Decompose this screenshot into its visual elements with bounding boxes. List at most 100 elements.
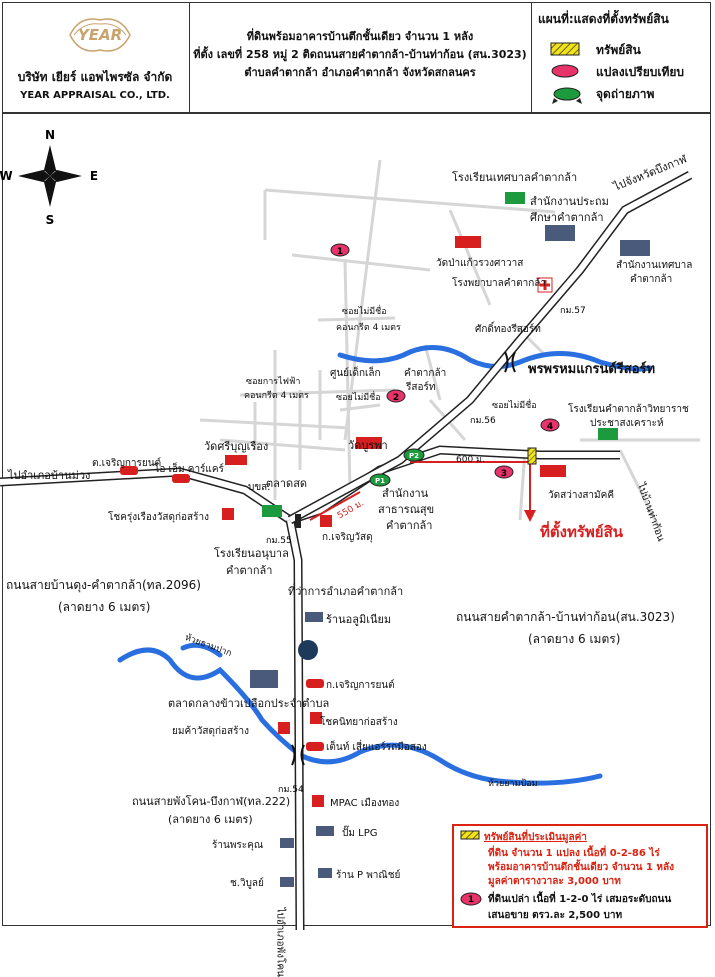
- gas-station-icon: [298, 640, 318, 660]
- legend-label-subject: ทรัพย์สิน: [596, 43, 641, 57]
- label-school-witthaya-2: ประชาสงเคราะห์: [590, 418, 664, 429]
- company-logo: YEAR: [69, 18, 131, 52]
- km57-label: กม.57: [560, 306, 586, 316]
- logo-text: YEAR: [78, 26, 122, 44]
- photo-point-p2-label: P2: [409, 452, 419, 460]
- company-name-en: YEAR APPRAISAL CO., LTD.: [20, 90, 170, 101]
- title-cell: [190, 2, 532, 112]
- building-icon-3: [250, 670, 278, 688]
- label-mpac: MPAC เมืองทอง: [330, 798, 400, 809]
- label-road-2096-width: (ลาดยาง 6 เมตร): [58, 600, 151, 614]
- subject-marker: [524, 447, 537, 522]
- label-distance-600: 600 ม.: [456, 455, 485, 465]
- note-comp-1-b: เสนอขาย ตรว.ละ 2,500 บาท: [488, 910, 623, 921]
- temple-icon-1: [455, 236, 481, 248]
- label-river-yam: ห้วยยามป้อม: [488, 779, 538, 789]
- label-muni-office: สำนักงานเทศบาล: [616, 260, 693, 271]
- note-comparable-number: 1: [468, 895, 474, 905]
- label-road-222: ถนนสายพังโคน-บึงกาฬ(ทล.222): [132, 795, 291, 808]
- label-oh-em: โอ เอ็ม คาร์แคร์: [154, 464, 224, 475]
- hardware-icon-3: [310, 712, 322, 724]
- label-lpg: ปั๊ม LPG: [342, 828, 378, 839]
- pink-ellipse-icon: [551, 64, 579, 78]
- company-cell: [2, 2, 190, 112]
- note-line-3: มูลค่าตารางวาละ 3,000 บาท: [488, 876, 621, 887]
- traffic-light-icon: [295, 514, 301, 528]
- label-wat-sawang: วัดสว่างสามัคคี: [548, 490, 615, 501]
- title-line-2: ที่ตั้ง เลขที่ 258 หมู่ 2 ติดถนนสายคำตาก…: [193, 48, 527, 61]
- car-icon-1: [120, 466, 138, 475]
- note-hatch-icon: [460, 830, 480, 840]
- label-school-muni: โรงเรียนเทศบาลคำตากล้า: [452, 171, 578, 184]
- note-header: ทรัพย์สินที่ประเมินมูลค่า: [484, 832, 587, 843]
- label-hospital: โรงพยาบาลคำตากล้า: [452, 278, 546, 289]
- route-550: [309, 491, 361, 521]
- comparable-marker-4: [540, 418, 560, 432]
- label-concrete-4m-2: คอนกรีต 4 เมตร: [244, 391, 309, 401]
- car-icon-4: [306, 742, 324, 751]
- label-aluminium: ร้านอลูมิเนียม: [326, 613, 392, 626]
- note-comparable-icon: 1: [460, 892, 482, 906]
- label-school-anuban-2: คำตากล้า: [226, 564, 273, 577]
- note-line-1: ที่ดิน จำนวน 1 แปลง เนื้อที่ 0-2-86 ไร่: [488, 848, 660, 859]
- km55-label: กม.55: [266, 536, 292, 546]
- label-school-anuban: โรงเรียนอนุบาล: [214, 547, 289, 560]
- shop-icon-4: [280, 877, 294, 887]
- label-road-south: ไปอำเภอพังโคน: [274, 907, 286, 977]
- km-markers: กม.57 กม.56 กม.55 กม.54: [266, 306, 586, 795]
- bridges: [291, 351, 516, 766]
- car-icon-2: [172, 474, 190, 483]
- photo-point-p1-label: P1: [375, 477, 385, 485]
- hardware-icon-2: [278, 722, 290, 734]
- company-name-th: บริษัท เยียร์ แอพไพรซัล จำกัด: [17, 70, 173, 84]
- photo-points: P1 P2: [369, 448, 425, 487]
- label-health-3: คำตากล้า: [386, 519, 433, 532]
- map-canvas: N S E W 1 2 3 4 P1 P2: [0, 128, 700, 930]
- school-icon-2: [598, 428, 618, 440]
- label-road-222-width: (ลาดยาง 6 เมตร): [168, 813, 253, 826]
- building-icon-1: [545, 225, 575, 241]
- school-icon-3: [262, 505, 282, 517]
- label-phromphon: พรพรหมแกรนด์รีสอร์ท: [528, 362, 656, 377]
- hardware-icon-1: [222, 508, 234, 520]
- hardware-icon-5: [320, 515, 332, 527]
- label-school-witthaya: โรงเรียนคำตากล้าวิทยาราช: [568, 404, 689, 415]
- label-resort2b: รีสอร์ท: [406, 382, 436, 393]
- temple-icon-2: [356, 437, 382, 449]
- label-charoen-car: ต.เจริญการยนต์: [92, 458, 162, 469]
- note-line-2: พร้อมอาคารบ้านตึกชั้นเดียว จำนวน 1 หลัง: [488, 862, 674, 873]
- shop-icon-5: [318, 868, 332, 878]
- shop-icon-2: [316, 826, 334, 836]
- comparable-number-2: 2: [393, 393, 399, 403]
- hatched-square-icon: [550, 42, 580, 56]
- map-title: ที่ดินพร้อมอาคารบ้านตึกชั้นเดียว จำนวน 1…: [190, 28, 530, 82]
- label-health: สำนักงาน: [382, 487, 429, 500]
- label-charoen-wasadu: ก.เจริญวัสดุ: [322, 532, 373, 543]
- comparable-number-1: 1: [337, 247, 343, 257]
- label-yom-kha: ยมค้าวัสดุก่อสร้าง: [172, 726, 250, 737]
- shop-icon-1: [305, 612, 323, 622]
- photo-point-p1: [369, 473, 391, 487]
- label-edu-office: สำนักงานประถม: [530, 195, 609, 208]
- compass-n: N: [45, 128, 55, 142]
- label-shrine: ศักดิ์ทองรีสอร์ท: [475, 324, 541, 335]
- label-soi-nameless-2: ซอยไม่มีชื่อ: [336, 393, 381, 403]
- comparable-marker-1: [330, 243, 350, 257]
- label-wat-pakaew: วัดป่าแก้วรวงศาวาส: [436, 258, 524, 269]
- label-charoen-car-2: ก.เจริญการยนต์: [326, 680, 395, 691]
- label-road-3023: ถนนสายคำตากล้า-บ้านท่าก้อน(สน.3023): [456, 610, 675, 624]
- label-soi-nameless-3: ซอยไม่มีชื่อ: [492, 401, 537, 411]
- valuation-note: ทรัพย์สินที่ประเมินมูลค่า ที่ดิน จำนวน 1…: [452, 824, 708, 928]
- title-line-3: ตำบลคำตากล้า อำเภอคำตากล้า จังหวัดสกลนคร: [244, 66, 476, 79]
- building-icon-2: [620, 240, 650, 256]
- legend-title: แผนที่:แสดงที่ตั้งทรัพย์สิน: [538, 12, 669, 26]
- label-p-panich: ร้าน P พาณิชย์: [336, 870, 401, 881]
- place-icons: [120, 192, 650, 887]
- label-road-3023-width: (ลาดยาง 6 เมตร): [528, 632, 621, 646]
- label-market: ตลาดสด: [266, 477, 308, 490]
- comparable-marker-2: [386, 389, 406, 403]
- label-child-center: ศูนย์เด็กเล็ก: [330, 368, 381, 379]
- shop-icon-3: [280, 838, 294, 848]
- compass-rose: N S E W: [0, 128, 98, 227]
- header: YEAR บริษัท เยียร์ แอพไพรซัล จำกัด YEAR …: [2, 2, 711, 112]
